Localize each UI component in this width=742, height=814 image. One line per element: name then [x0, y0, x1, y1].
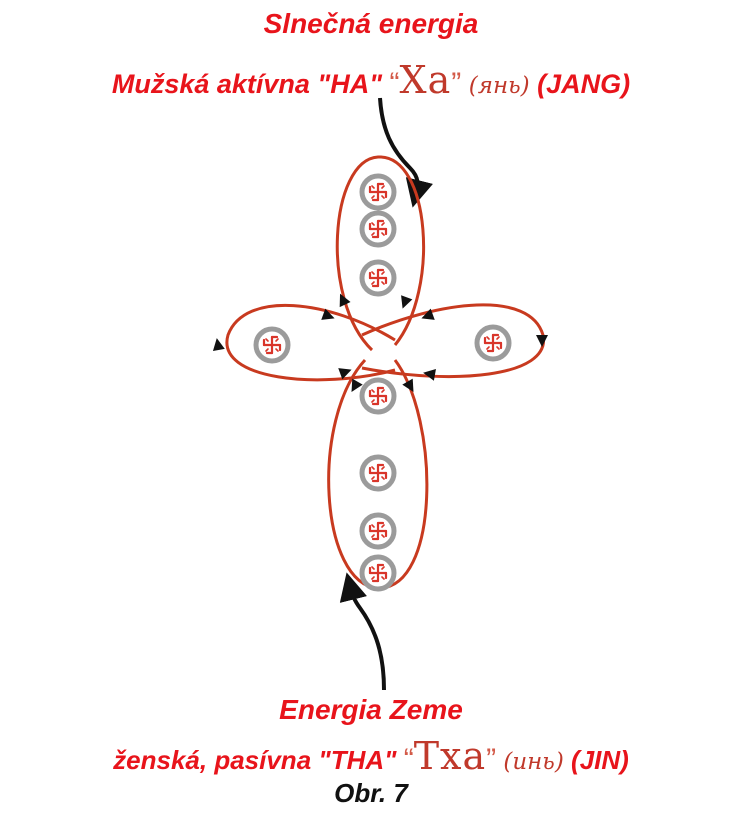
solar-cross-icon	[256, 329, 288, 361]
figure-caption: Obr. 7	[334, 778, 408, 808]
arrowhead-icon	[338, 368, 352, 380]
arrowhead-icon	[536, 335, 548, 347]
solar-cross-icon	[362, 213, 394, 245]
top-open-quote: “	[389, 67, 400, 100]
solar-cross-icon	[362, 515, 394, 547]
top-subtitle: Mužská aktívna "HA" “Ха” (янь) (JANG)	[0, 58, 742, 102]
top-close-quote: ”	[451, 67, 462, 100]
incoming-yin-flow-line	[339, 572, 386, 691]
solar-cross-icon	[362, 380, 394, 412]
top-subtitle-suffix: (JANG)	[537, 69, 631, 99]
arrowhead-icon	[402, 378, 414, 393]
incoming-yang-flow-line	[378, 97, 433, 208]
node-group	[256, 176, 509, 589]
arrowhead-icon-group	[212, 293, 548, 393]
bottom-cyrillic-note: (инь)	[503, 749, 564, 775]
bottom-close-quote: ”	[486, 743, 497, 776]
top-glyph: Ха	[399, 58, 452, 102]
arrowhead-icon	[423, 368, 436, 381]
arrowhead-icon	[321, 308, 335, 320]
top-cyrillic-note: (янь)	[468, 73, 530, 99]
solar-cross-icon	[362, 457, 394, 489]
arrowhead-icon	[212, 338, 225, 351]
bottom-open-quote: “	[403, 743, 414, 776]
arrowhead-icon	[421, 308, 435, 320]
solar-cross-icon	[477, 327, 509, 359]
arrowhead-icon	[339, 293, 351, 308]
bottom-glyph: Тха	[413, 734, 487, 778]
bottom-title: Energia Zeme	[279, 694, 463, 725]
arrowhead-icon	[401, 295, 413, 309]
left-loop	[225, 303, 396, 382]
solar-cross-icon	[362, 176, 394, 208]
top-title: Slnečná energia	[263, 8, 479, 39]
bottom-subtitle-prefix: ženská, pasívna "THA"	[113, 745, 404, 775]
solar-cross-icon	[362, 557, 394, 589]
bottom-subtitle: ženská, pasívna "THA" “Тха” (инь) (JIN)	[0, 734, 742, 778]
solar-cross-icon	[362, 262, 394, 294]
right-loop	[361, 303, 545, 379]
top-subtitle-prefix: Mužská aktívna "HA"	[111, 69, 390, 99]
arrowhead-icon	[351, 378, 363, 393]
bottom-subtitle-suffix: (JIN)	[571, 745, 629, 775]
top-loop	[335, 155, 426, 352]
